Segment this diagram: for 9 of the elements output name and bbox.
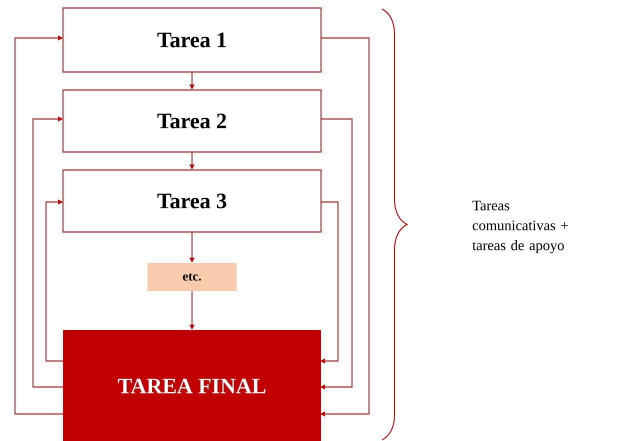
arrow — [46, 199, 64, 362]
etc-box: etc. — [148, 263, 236, 291]
brace-label: Tareas comunicativas + tareas de apoyo — [472, 200, 568, 254]
task-box: Tarea 1 — [62, 8, 322, 72]
arrow — [14, 35, 64, 414]
arrow — [32, 116, 64, 388]
task-box: Tarea 2 — [62, 90, 322, 152]
final-task-box: TAREA FINAL — [63, 330, 321, 441]
task-box: Tarea 3 — [62, 170, 322, 232]
